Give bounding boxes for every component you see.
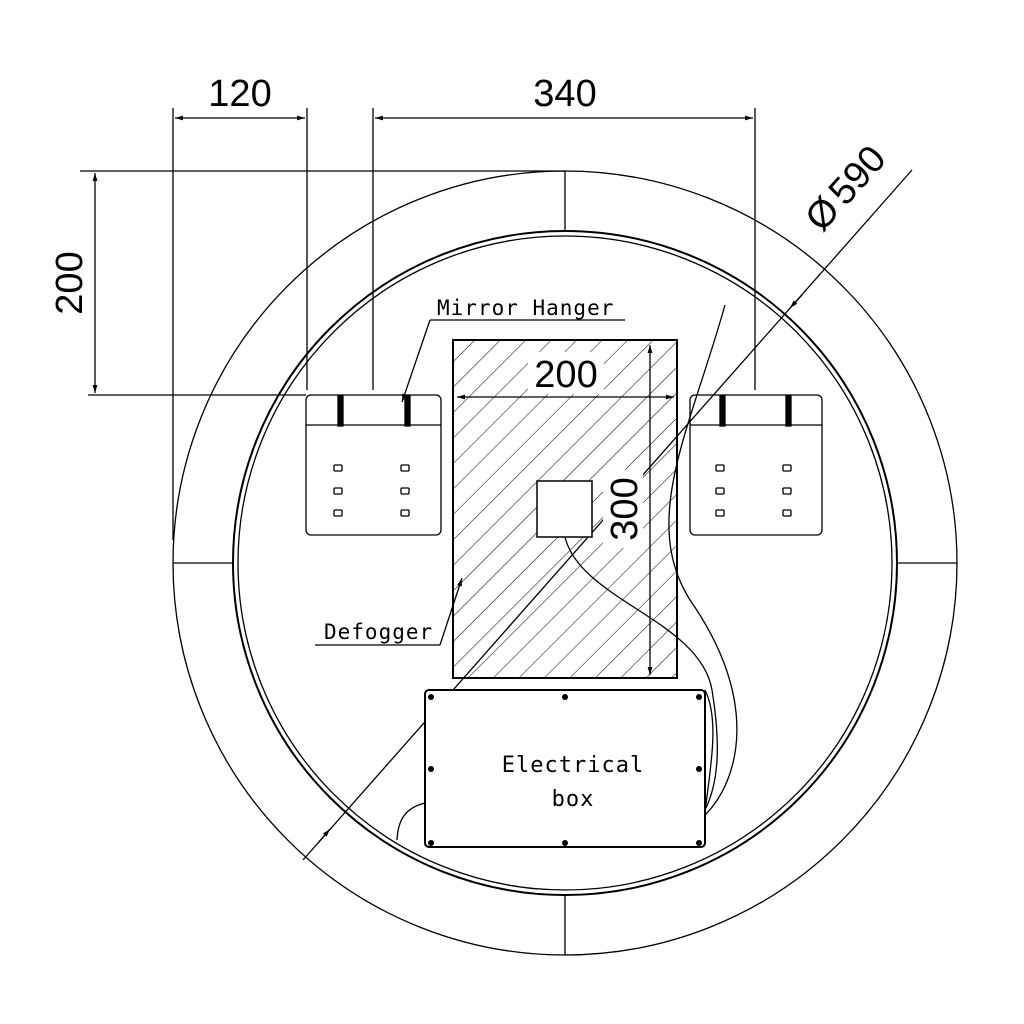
mirror-hanger-label: Mirror Hanger: [437, 296, 614, 320]
dim-label-200-defogger: 200: [534, 354, 597, 396]
defogger-label: Defogger: [324, 620, 433, 644]
dim-label-120: 120: [208, 73, 271, 115]
cable: [668, 304, 738, 816]
dim-label-300: 300: [604, 477, 646, 540]
diameter-arrow-low: [317, 828, 331, 844]
mirror-hanger-right: [689, 394, 823, 536]
electrical-box: [424, 689, 706, 848]
defogger-leader: [439, 577, 463, 646]
mirror-hanger-leader: [401, 319, 431, 403]
mirror-hanger-left: [305, 394, 442, 536]
diameter-arrow-high: [789, 294, 803, 309]
dim-label-340: 340: [533, 73, 596, 115]
cable: [704, 689, 714, 813]
electrical-box-label-line1: Electrical: [502, 753, 644, 778]
cable: [564, 536, 718, 811]
cable: [396, 802, 426, 841]
defogger-connector: [536, 480, 593, 538]
dim-label-200-vertical: 200: [49, 251, 91, 314]
electrical-box-label-line2: box: [552, 787, 595, 812]
inner-ring-inner: [237, 235, 893, 891]
